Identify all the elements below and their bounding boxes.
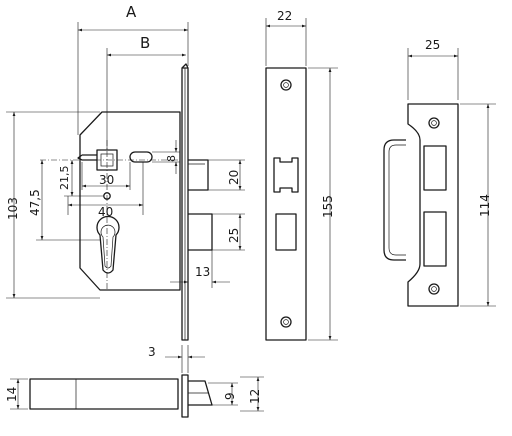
euro-cylinder-cutout — [96, 215, 120, 274]
dimension-value-d13: 13 — [195, 265, 210, 279]
dimension-3: 3 — [148, 345, 205, 373]
lock-case-outline — [79, 111, 181, 291]
forend-face-plate — [265, 67, 307, 341]
plan-case-body — [29, 378, 179, 410]
strike-deadbolt-opening — [423, 211, 447, 267]
strike-plate-outline — [407, 103, 459, 307]
strike-box-outline — [383, 139, 406, 261]
dimension-value-d103: 103 — [6, 197, 20, 220]
dimension-value-d12: 12 — [248, 389, 262, 404]
forend-front-view — [265, 67, 307, 341]
plan-forend — [181, 374, 189, 418]
dimension-value-d9: 9 — [223, 392, 237, 400]
dimension-value-d8: 8 — [165, 155, 178, 162]
dimension-30: 30 — [81, 162, 131, 190]
dimension-A: A — [77, 3, 189, 135]
latch-bolt — [188, 159, 209, 191]
dimension-21-5: 21,5 — [58, 160, 104, 197]
dimension-value-d155: 155 — [321, 195, 335, 218]
dimension-22: 22 — [265, 9, 307, 66]
dimension-value-d21-5: 21,5 — [58, 166, 71, 191]
dimension-value-d47-5: 47,5 — [28, 189, 42, 216]
forend-screw-bottom-icon — [280, 316, 292, 328]
dimension-value-d25-latch: 25 — [227, 228, 241, 243]
dimension-12: 12 — [240, 376, 264, 412]
dimension-value-d114: 114 — [478, 194, 492, 217]
dimension-value-d30: 30 — [99, 173, 114, 187]
dimension-value-d3: 3 — [148, 345, 156, 359]
dimension-103: 103 — [6, 111, 100, 299]
strike-screw-bottom-icon — [428, 283, 440, 295]
dimension-9: 9 — [208, 382, 238, 406]
dimension-value-d25-keep: 25 — [425, 38, 440, 52]
lock-side-view — [40, 63, 213, 341]
strike-plate-view — [383, 103, 459, 307]
label-B: B — [140, 34, 150, 52]
label-A: A — [126, 3, 137, 21]
dimension-13: 13 — [170, 250, 230, 288]
dimension-25-strike: 25 — [407, 38, 459, 100]
deadbolt — [188, 213, 213, 251]
dimension-20: 20 — [208, 159, 245, 191]
dimension-155: 155 — [308, 67, 338, 341]
forend-screw-top-icon — [280, 79, 292, 91]
dimension-25-deadbolt: 25 — [212, 213, 245, 251]
dimension-value-d14: 14 — [5, 387, 19, 402]
dimension-47-5: 47,5 — [28, 160, 100, 241]
dimension-40: 40 — [67, 162, 144, 219]
dimension-114: 114 — [460, 103, 496, 307]
forend-plate — [181, 67, 189, 341]
strike-screw-top-icon — [428, 117, 440, 129]
dimension-8: 8 — [152, 140, 180, 174]
lock-plan-view — [29, 374, 213, 418]
dimension-value-d40: 40 — [98, 205, 113, 219]
dimension-14: 14 — [5, 378, 28, 410]
strike-latch-opening — [423, 145, 447, 191]
forend-deadbolt-opening — [275, 213, 297, 251]
dimension-value-d20: 20 — [227, 170, 241, 185]
dimension-value-d22: 22 — [277, 9, 292, 23]
forend-latch-opening — [273, 157, 299, 193]
dimension-B: B — [106, 34, 186, 150]
